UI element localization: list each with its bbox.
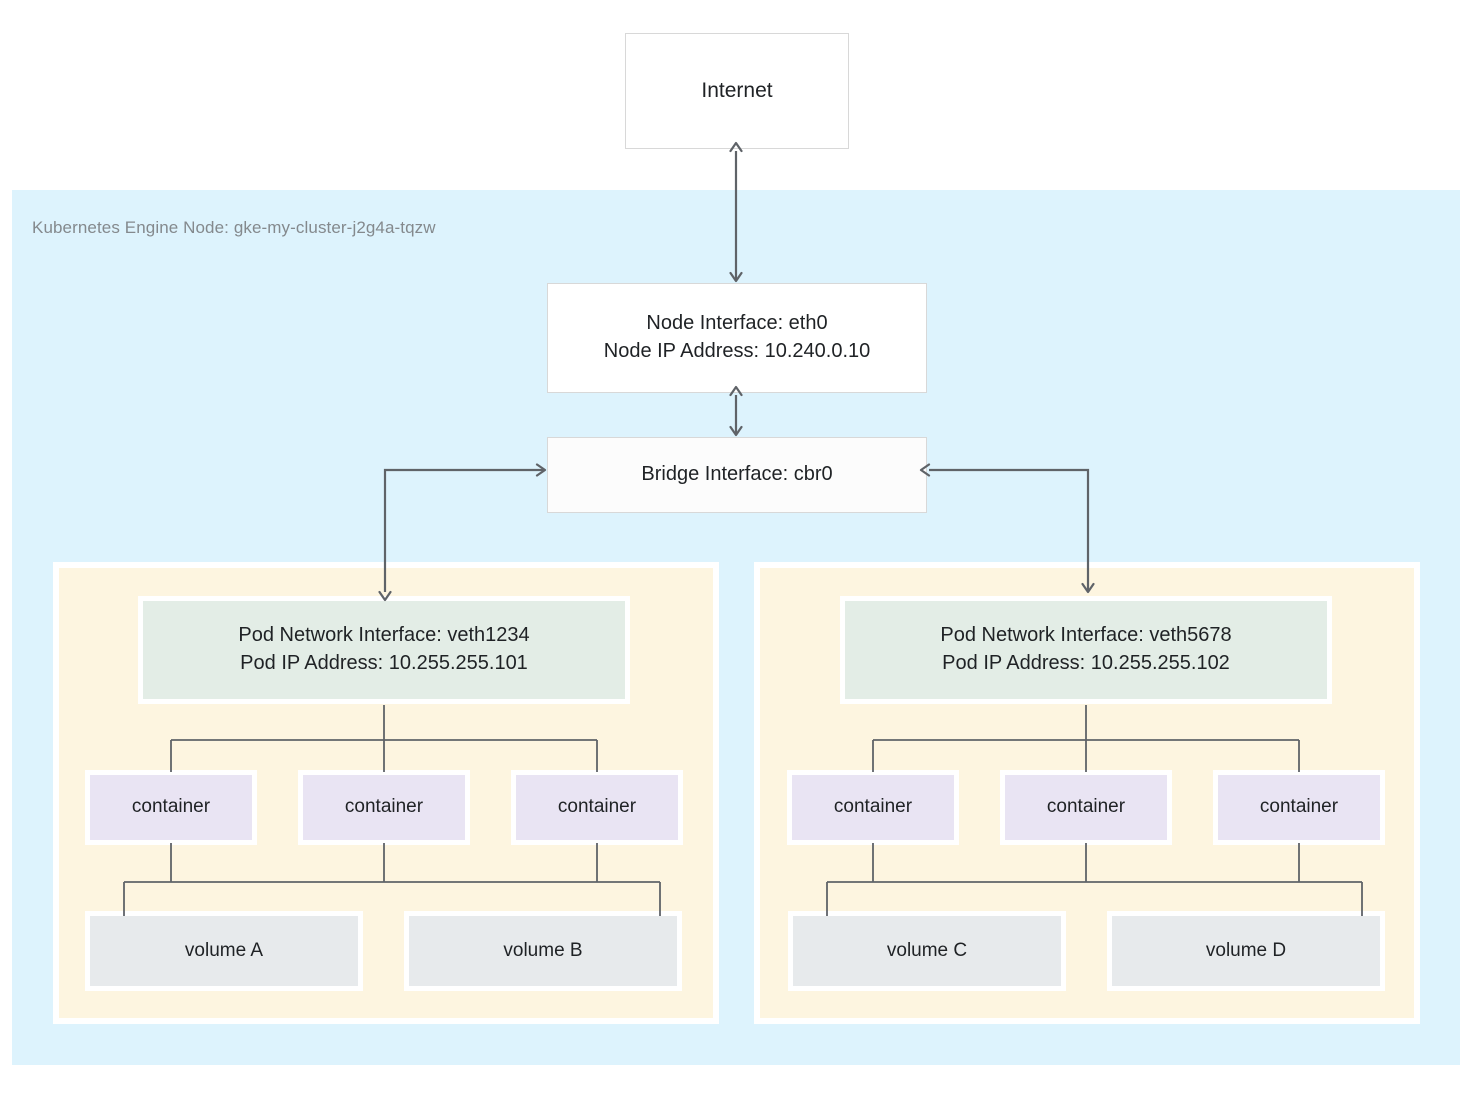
pod-1-ip-address: Pod IP Address: 10.255.255.101 <box>240 652 528 674</box>
pod-1-container-1[interactable]: container <box>85 770 257 845</box>
pod-2-container-2[interactable]: container <box>1000 770 1172 845</box>
pod-2-ip-address: Pod IP Address: 10.255.255.102 <box>942 652 1230 674</box>
node-interface-name: Node Interface: eth0 <box>646 312 828 335</box>
volume-label: volume B <box>503 939 583 961</box>
node-region-label: Kubernetes Engine Node: gke-my-cluster-j… <box>32 218 436 237</box>
node-interface-node[interactable]: Node Interface: eth0 Node IP Address: 10… <box>547 283 927 393</box>
container-label: container <box>557 796 637 818</box>
container-label: container <box>131 796 211 818</box>
container-label: container <box>1259 796 1339 818</box>
pod-1-interface-name: Pod Network Interface: veth1234 <box>238 624 530 647</box>
pod-2-network-interface[interactable]: Pod Network Interface: veth5678 Pod IP A… <box>840 596 1332 704</box>
pod-2-container-1[interactable]: container <box>787 770 959 845</box>
internet-label: Internet <box>701 78 773 102</box>
pod-1-volume-a[interactable]: volume A <box>85 911 363 991</box>
container-label: container <box>833 796 913 818</box>
bridge-interface-node[interactable]: Bridge Interface: cbr0 <box>547 437 927 513</box>
container-label: container <box>344 796 424 818</box>
volume-label: volume D <box>1205 939 1287 961</box>
pod-1-volume-b[interactable]: volume B <box>404 911 682 991</box>
pod-1-network-interface[interactable]: Pod Network Interface: veth1234 Pod IP A… <box>138 596 630 704</box>
bridge-interface-label: Bridge Interface: cbr0 <box>641 463 833 486</box>
pod-2-volume-d[interactable]: volume D <box>1107 911 1385 991</box>
volume-label: volume C <box>886 939 968 961</box>
node-ip-address: Node IP Address: 10.240.0.10 <box>603 340 871 362</box>
volume-label: volume A <box>184 939 264 961</box>
pod-2-volume-c[interactable]: volume C <box>788 911 1066 991</box>
pod-1-container-3[interactable]: container <box>511 770 683 845</box>
internet-node[interactable]: Internet <box>625 33 849 149</box>
container-label: container <box>1046 796 1126 818</box>
pod-2-interface-name: Pod Network Interface: veth5678 <box>940 624 1232 647</box>
pod-1-container-2[interactable]: container <box>298 770 470 845</box>
pod-2-container-3[interactable]: container <box>1213 770 1385 845</box>
